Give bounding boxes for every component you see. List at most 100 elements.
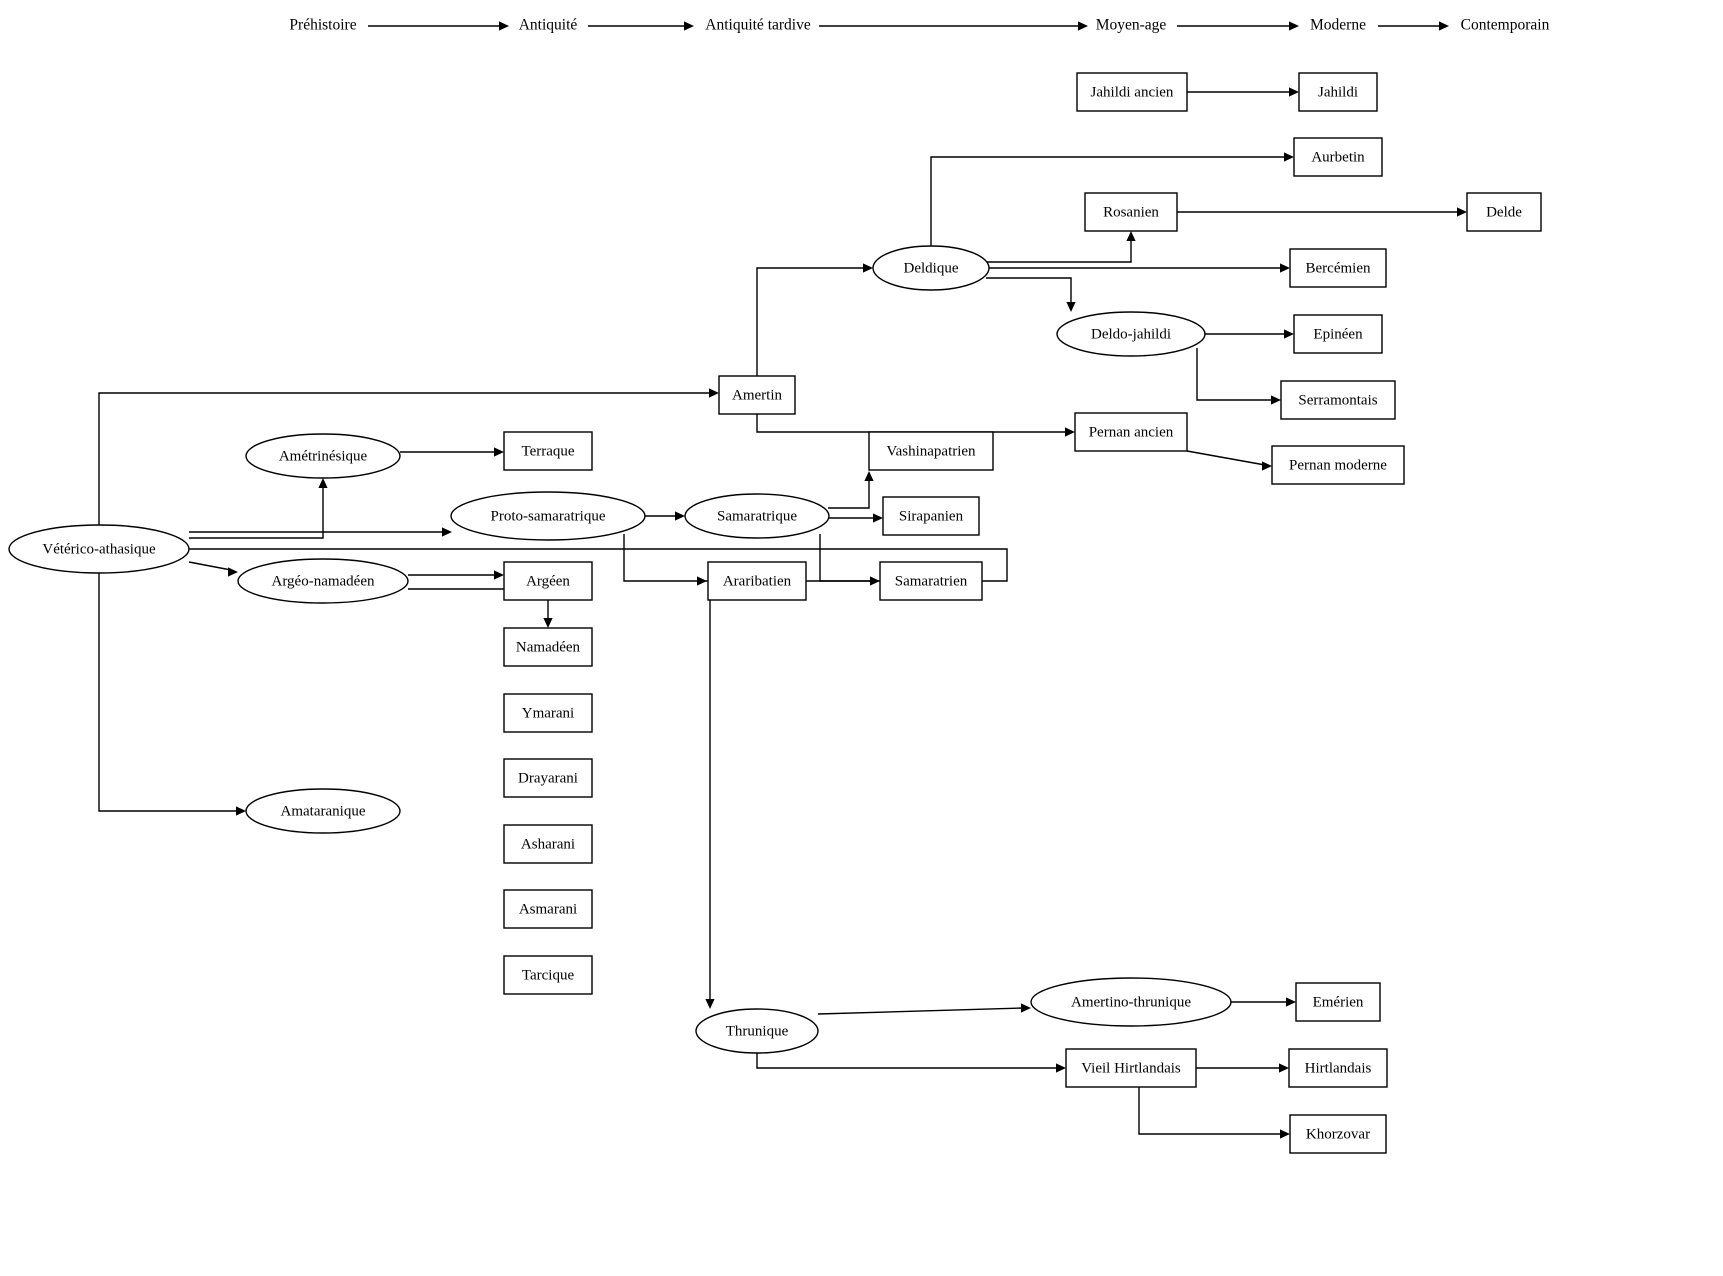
node-shape-rect-ymarani[interactable] <box>503 693 593 733</box>
node-shape-rect-pernan-moderne[interactable] <box>1271 445 1405 485</box>
node-shape-rect-jahildi-ancien[interactable] <box>1076 72 1188 112</box>
node-shape-rect-pernan-ancien[interactable] <box>1074 412 1188 452</box>
node-pernan-ancien[interactable]: Pernan ancien <box>1074 412 1188 452</box>
node-ametrinesique[interactable]: Amétrinésique <box>245 433 401 479</box>
node-terraque[interactable]: Terraque <box>503 431 593 471</box>
arrow-icon-pernan-ancien <box>1065 427 1075 437</box>
arrow-icon-bercemien <box>1280 263 1290 273</box>
node-shape-rect-tarcique[interactable] <box>503 955 593 995</box>
node-shape-rect-terraque[interactable] <box>503 431 593 471</box>
node-bercemien[interactable]: Bercémien <box>1289 248 1387 288</box>
node-drayarani[interactable]: Drayarani <box>503 758 593 798</box>
timeline-label-moyen-age: Moyen-age <box>1096 17 1167 34</box>
node-shape-ellipse-argeo-namadeen[interactable] <box>237 558 409 604</box>
node-shape-rect-argeen[interactable] <box>503 561 593 601</box>
node-deldo-jahildi[interactable]: Deldo-jahildi <box>1056 311 1206 357</box>
node-shape-rect-bercemien[interactable] <box>1289 248 1387 288</box>
node-shape-rect-vashinapatrien[interactable] <box>868 431 994 471</box>
node-shape-ellipse-deldo-jahildi[interactable] <box>1056 311 1206 357</box>
node-namadeen[interactable]: Namadéen <box>503 627 593 667</box>
edge-veterico-athasique-to-argeo-namadeen <box>188 561 232 571</box>
node-veterico-athasique[interactable]: Vétérico-athasique <box>8 524 190 574</box>
arrow-icon-hirtlandais <box>1279 1063 1289 1073</box>
timeline-label-contemporain: Contemporain <box>1461 17 1550 34</box>
node-proto-samaratrique[interactable]: Proto-samaratrique <box>450 491 646 541</box>
node-deldique[interactable]: Deldique <box>872 245 990 291</box>
node-asharani[interactable]: Asharani <box>503 824 593 864</box>
node-jahildi[interactable]: Jahildi <box>1298 72 1378 112</box>
node-emerien[interactable]: Emérien <box>1295 982 1381 1022</box>
node-vashinapatrien[interactable]: Vashinapatrien <box>868 431 994 471</box>
edge-deldique-to-rosanien <box>986 238 1132 263</box>
node-asmarani[interactable]: Asmarani <box>503 889 593 929</box>
node-shape-rect-asharani[interactable] <box>503 824 593 864</box>
node-rosanien[interactable]: Rosanien <box>1084 192 1178 232</box>
node-samaratrien[interactable]: Samaratrien <box>879 561 983 601</box>
node-hirtlandais[interactable]: Hirtlandais <box>1288 1048 1388 1088</box>
node-shape-rect-drayarani[interactable] <box>503 758 593 798</box>
node-shape-rect-khorzovar[interactable] <box>1289 1114 1387 1154</box>
node-shape-ellipse-proto-samaratrique[interactable] <box>450 491 646 541</box>
node-shape-ellipse-veterico-athasique[interactable] <box>8 524 190 574</box>
arrow-icon-vieil-hirtlandais <box>1056 1063 1066 1073</box>
node-khorzovar[interactable]: Khorzovar <box>1289 1114 1387 1154</box>
edge-samaratrique-to-vashinapatrien <box>828 478 870 509</box>
node-shape-ellipse-deldique[interactable] <box>872 245 990 291</box>
node-shape-rect-sirapanien[interactable] <box>882 496 980 536</box>
node-shape-ellipse-thrunique[interactable] <box>695 1008 819 1054</box>
node-ymarani[interactable]: Ymarani <box>503 693 593 733</box>
node-shape-rect-araribatien[interactable] <box>707 561 807 601</box>
node-shape-rect-vieil-hirtlandais[interactable] <box>1065 1048 1197 1088</box>
node-shape-ellipse-samaratrique[interactable] <box>684 493 830 539</box>
edge-veterico-athasique-to-amertin <box>98 392 712 525</box>
timeline-arrow-icon <box>1439 21 1449 31</box>
node-delde[interactable]: Delde <box>1466 192 1542 232</box>
node-label-amertino-thrunique: Amertino-thrunique <box>1071 994 1191 1010</box>
node-shape-rect-rosanien[interactable] <box>1084 192 1178 232</box>
node-shape-rect-delde[interactable] <box>1466 192 1542 232</box>
node-shape-rect-namadeen[interactable] <box>503 627 593 667</box>
node-pernan-moderne[interactable]: Pernan moderne <box>1271 445 1405 485</box>
node-shape-rect-epineen[interactable] <box>1293 314 1383 354</box>
node-serramontais[interactable]: Serramontais <box>1280 380 1396 420</box>
timeline-arrow-icon <box>1289 21 1299 31</box>
node-jahildi-ancien[interactable]: Jahildi ancien <box>1076 72 1188 112</box>
node-shape-rect-amertin[interactable] <box>718 375 796 415</box>
arrow-icon-amertino-thrunique <box>1021 1003 1031 1013</box>
node-shape-rect-samaratrien[interactable] <box>879 561 983 601</box>
node-label-asmarani: Asmarani <box>519 901 577 917</box>
node-vieil-hirtlandais[interactable]: Vieil Hirtlandais <box>1065 1048 1197 1088</box>
node-label-asharani: Asharani <box>521 836 575 852</box>
node-argeo-namadeen[interactable]: Argéo-namadéen <box>237 558 409 604</box>
node-shape-rect-asmarani[interactable] <box>503 889 593 929</box>
arrow-icon-rosanien <box>1126 231 1136 241</box>
arrow-icon-terraque <box>494 447 504 457</box>
node-amertin[interactable]: Amertin <box>718 375 796 415</box>
node-samaratrique[interactable]: Samaratrique <box>684 493 830 539</box>
node-epineen[interactable]: Epinéen <box>1293 314 1383 354</box>
node-shape-ellipse-amataranique[interactable] <box>245 788 401 834</box>
node-label-jahildi: Jahildi <box>1318 84 1358 100</box>
node-shape-rect-serramontais[interactable] <box>1280 380 1396 420</box>
node-sirapanien[interactable]: Sirapanien <box>882 496 980 536</box>
node-amataranique[interactable]: Amataranique <box>245 788 401 834</box>
node-label-khorzovar: Khorzovar <box>1306 1126 1370 1142</box>
node-shape-rect-aurbetin[interactable] <box>1293 137 1383 177</box>
node-shape-rect-hirtlandais[interactable] <box>1288 1048 1388 1088</box>
node-araribatien[interactable]: Araribatien <box>707 561 807 601</box>
node-shape-ellipse-ametrinesique[interactable] <box>245 433 401 479</box>
node-argeen[interactable]: Argéen <box>503 561 593 601</box>
node-aurbetin[interactable]: Aurbetin <box>1293 137 1383 177</box>
node-label-pernan-moderne: Pernan moderne <box>1289 457 1387 473</box>
node-tarcique[interactable]: Tarcique <box>503 955 593 995</box>
edge-deldique-to-aurbetin <box>930 156 1287 246</box>
node-thrunique[interactable]: Thrunique <box>695 1008 819 1054</box>
node-label-vashinapatrien: Vashinapatrien <box>886 443 976 459</box>
node-shape-rect-emerien[interactable] <box>1295 982 1381 1022</box>
node-label-emerien: Emérien <box>1313 994 1364 1010</box>
node-shape-rect-jahildi[interactable] <box>1298 72 1378 112</box>
node-shape-ellipse-amertino-thrunique[interactable] <box>1030 977 1232 1027</box>
node-amertino-thrunique[interactable]: Amertino-thrunique <box>1030 977 1232 1027</box>
